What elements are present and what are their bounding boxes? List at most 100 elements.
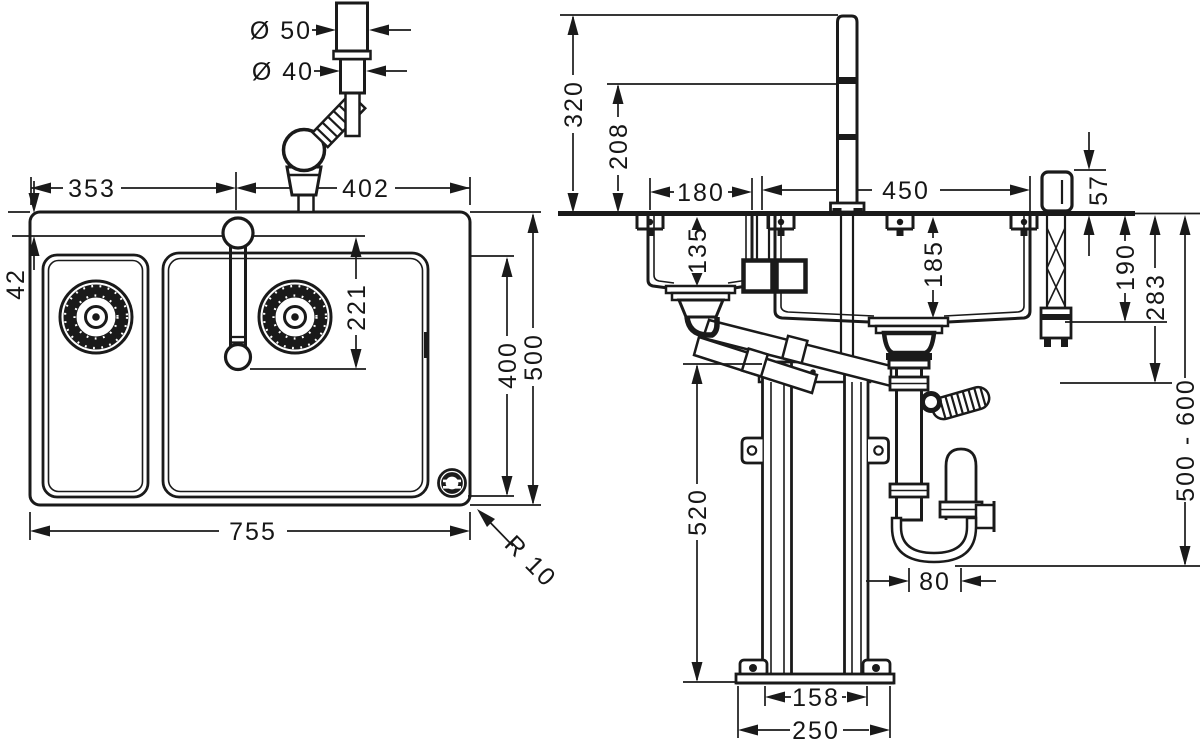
dim-arrowhead (567, 193, 579, 213)
dim-arrowhead (1083, 215, 1095, 235)
dim-arrowhead (28, 236, 40, 256)
drain-pipes (692, 318, 893, 395)
dim-label-install-height-500-600: 500 - 600 (1172, 378, 1200, 502)
dim-arrowhead (216, 182, 236, 194)
drain-right-trap (867, 316, 996, 564)
plan-view (28, 210, 472, 507)
dim-arrowhead (650, 186, 670, 198)
dim-arrowhead (28, 193, 40, 213)
dim-arrowhead (1010, 184, 1030, 196)
dim-arrowhead (350, 237, 362, 257)
dim-arrowhead (1083, 150, 1095, 170)
dim-arrowhead (30, 525, 50, 537)
dimension-lines (8, 14, 1200, 738)
hose-elbow (920, 391, 942, 413)
dim-arrowhead (450, 525, 470, 537)
dim-arrowhead (765, 691, 785, 703)
dim-arrowhead (691, 662, 703, 682)
dim-label-spout-dia-50: Ø 50 (250, 17, 312, 45)
faucet-pullout-hose (221, 216, 255, 372)
dim-arrowhead (527, 485, 539, 505)
pipe-dia50 (335, 1, 369, 53)
dim-arrowhead (501, 257, 513, 277)
dim-arrowhead (1179, 215, 1191, 235)
drain-left (664, 284, 737, 338)
mixer-handle (1040, 170, 1074, 213)
dim-label-plan-width-353: 353 (68, 175, 116, 203)
side-view (558, 211, 1135, 685)
dim-label-side-bowl-450: 450 (882, 177, 930, 205)
dimension-arrows (28, 15, 1191, 736)
dim-arrowhead (612, 193, 624, 213)
dim-label-plan-hose-221: 221 (343, 283, 371, 331)
dim-arrowhead (1179, 546, 1191, 566)
dim-arrowhead (366, 65, 386, 77)
hose-stub (297, 193, 315, 214)
right-bowl (161, 251, 430, 499)
dim-label-bowl-depth-185: 185 (920, 240, 948, 288)
dim-arrowhead (369, 24, 389, 36)
trap-outlet (974, 503, 996, 530)
hose-loop (281, 127, 327, 173)
dim-arrowhead (847, 691, 867, 703)
faucet-column (829, 14, 866, 214)
dim-arrowhead (350, 349, 362, 369)
dim-label-base-width-158: 158 (792, 684, 840, 712)
faucet-base (829, 201, 866, 214)
dim-label-base-width-250: 250 (792, 717, 840, 744)
dim-arrowhead (1119, 302, 1131, 322)
dim-label-plan-depth-500: 500 (520, 333, 548, 381)
dim-arrowhead (1119, 215, 1131, 235)
strainer-left (58, 279, 134, 355)
faucet-hole (221, 216, 255, 250)
dim-arrowhead (612, 84, 624, 104)
dim-arrowhead (527, 213, 539, 233)
dim-arrowhead (316, 24, 336, 36)
dim-arrowhead (567, 15, 579, 35)
dim-arrowhead (31, 182, 51, 194)
dim-label-drain-height-190: 190 (1112, 243, 1140, 291)
dim-arrowhead (320, 65, 340, 77)
bowl-divider (741, 216, 808, 294)
dim-label-handle-height-57: 57 (1085, 174, 1113, 206)
pipe-dia40 (339, 57, 366, 95)
p-trap-bend (890, 516, 978, 564)
dim-arrowhead (450, 182, 470, 194)
dim-arrowhead (691, 217, 703, 230)
dim-arrowhead (927, 217, 939, 233)
dim-label-plan-depth-400: 400 (494, 341, 522, 389)
strainer-right (257, 279, 333, 355)
dim-arrowhead (889, 575, 909, 587)
dim-label-spout-dia-40: Ø 40 (252, 58, 314, 86)
dim-arrowhead (870, 724, 890, 736)
drain-control-linkage (1039, 216, 1073, 347)
dim-label-corner-radius-r10: R 10 (499, 530, 562, 593)
left-bowl (41, 253, 150, 499)
dim-label-plan-width-755: 755 (229, 518, 277, 546)
drain-knob (437, 468, 467, 498)
dim-label-plan-width-402: 402 (342, 175, 390, 203)
dim-label-plan-offset-42: 42 (2, 268, 30, 300)
hose-end (223, 342, 253, 372)
dim-arrowhead (927, 302, 939, 318)
dim-label-side-bowl-180: 180 (677, 179, 725, 207)
dim-label-drain-height-283: 283 (1142, 273, 1170, 321)
drain-funnel (881, 330, 937, 356)
dim-arrowhead (236, 182, 256, 194)
dim-arrowhead (732, 186, 752, 198)
dim-label-bowl-depth-135: 135 (684, 226, 712, 274)
r10-leader-arrow (477, 509, 495, 527)
dim-arrowhead (961, 575, 981, 587)
supply-pipe-assembly (281, 1, 372, 214)
dim-arrowhead (738, 724, 758, 736)
dim-arrowhead (501, 476, 513, 496)
mounting-pedestal (734, 360, 896, 685)
right-bowl-section (773, 216, 1032, 324)
dim-arrowhead (691, 364, 703, 384)
dim-label-trap-offset-80: 80 (919, 568, 951, 596)
dim-label-side-height-208: 208 (605, 122, 633, 170)
faucet-hoses (839, 216, 855, 362)
